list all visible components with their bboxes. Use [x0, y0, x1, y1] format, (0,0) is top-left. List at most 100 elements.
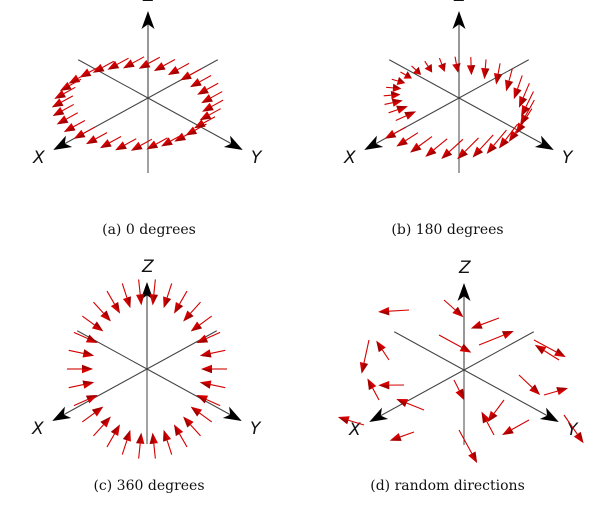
vector-arrow: [534, 344, 560, 361]
vector-arrow: [470, 317, 500, 329]
vector-arrow: [149, 279, 158, 306]
vector-arrow: [386, 83, 402, 93]
vector-arrow: [389, 431, 415, 441]
x-axis-label: X: [32, 148, 45, 168]
y-axis-label: Y: [562, 148, 574, 168]
y-axis-label: Y: [251, 148, 263, 168]
x-axis-arrowhead: [364, 135, 384, 150]
vector-arrow: [543, 387, 569, 396]
vector-arrow: [563, 414, 584, 444]
vector-arrow: [121, 429, 131, 455]
y-axis: [458, 97, 553, 150]
vector-arrow: [81, 406, 104, 423]
z-axis-label: Z: [141, 257, 154, 277]
x-axis-arrowhead: [53, 135, 73, 150]
vector-arrow: [107, 57, 129, 70]
vector-arrow: [174, 290, 188, 314]
vector-arrow: [533, 339, 566, 358]
vector-arrow: [130, 138, 153, 151]
y-axis-label: Y: [567, 420, 579, 440]
vector-arrow: [521, 91, 534, 117]
vector-arrow: [472, 134, 494, 158]
vector-arrow: [504, 68, 514, 92]
x-axis-back: [463, 331, 534, 371]
vector-arrow: [359, 339, 370, 374]
vector-arrow: [81, 315, 104, 332]
vector-arrow: [196, 395, 221, 407]
vector-arrow: [367, 378, 380, 401]
vector-arrow: [411, 65, 422, 75]
vector-arrow: [93, 416, 111, 437]
vector-arrow: [106, 424, 120, 448]
vector-arrow: [106, 290, 120, 314]
vector-arrow: [136, 432, 145, 459]
scene-b: XYZ: [343, 0, 574, 173]
vector-arrow: [115, 138, 137, 151]
vector-arrow: [493, 63, 503, 85]
vector-arrow: [443, 299, 464, 318]
caption-a: (a) 0 degrees: [102, 222, 196, 238]
vector-arrow: [337, 416, 365, 426]
vector-arrow: [85, 132, 108, 145]
vector-arrow: [167, 62, 190, 75]
vector-arrow: [466, 57, 476, 76]
x-axis-back: [458, 59, 529, 99]
vector-arrow: [502, 419, 530, 435]
caption-c: (c) 360 degrees: [93, 478, 205, 494]
vector-arrow: [520, 99, 535, 126]
vector-arrow: [201, 364, 227, 374]
vector-arrow: [190, 406, 213, 423]
x-axis-arrowhead: [52, 406, 72, 421]
vector-arrow: [68, 71, 90, 84]
vector-arrow: [410, 136, 433, 153]
vector-arrow: [395, 111, 417, 122]
vector-arrow: [121, 283, 131, 309]
vector-arrow: [93, 301, 111, 322]
z-axis-arrowhead: [452, 11, 466, 29]
vector-arrow: [486, 129, 507, 154]
vector-arrow: [487, 399, 505, 423]
x-axis: [370, 369, 465, 422]
vector-arrow: [54, 86, 76, 99]
vector-arrow: [196, 331, 221, 343]
vector-arrow: [193, 116, 216, 129]
vector-arrow: [437, 57, 446, 72]
vector-arrow: [73, 331, 98, 343]
y-axis-arrowhead: [534, 135, 554, 150]
y-axis-arrowhead: [223, 135, 243, 150]
vector-arrow: [138, 56, 161, 69]
vector-arrow: [452, 56, 461, 73]
x-axis: [365, 97, 460, 150]
z-axis-label: Z: [453, 0, 466, 6]
y-axis-back: [394, 331, 465, 371]
x-axis: [54, 97, 149, 150]
vector-arrow: [56, 112, 79, 125]
vector-arrow: [163, 429, 173, 455]
vector-arrow: [396, 132, 419, 147]
vector-arrow: [457, 137, 479, 160]
vector-arrow: [388, 105, 408, 114]
vector-field: [337, 299, 584, 464]
scene-a: XYZ: [32, 0, 263, 173]
vector-arrow: [400, 71, 412, 79]
x-axis-arrowhead: [369, 407, 389, 422]
vector-arrow: [174, 424, 188, 448]
y-axis: [147, 97, 242, 150]
vector-arrow: [199, 380, 226, 389]
vector-arrow: [518, 82, 530, 108]
y-axis-arrowhead: [222, 406, 242, 421]
vector-arrow: [183, 416, 201, 437]
vector-arrow: [424, 60, 433, 73]
vector-arrow: [52, 103, 74, 117]
caption-d: (d) random directions: [370, 478, 525, 494]
panel-a: XYZ (a) 0 degrees: [0, 0, 298, 256]
vector-arrow: [183, 301, 201, 322]
y-axis-arrowhead: [539, 407, 559, 422]
vector-arrow: [518, 374, 541, 396]
caption-b: (b) 180 degrees: [391, 222, 504, 238]
vector-field: [67, 279, 227, 459]
vector-arrow: [122, 56, 145, 69]
